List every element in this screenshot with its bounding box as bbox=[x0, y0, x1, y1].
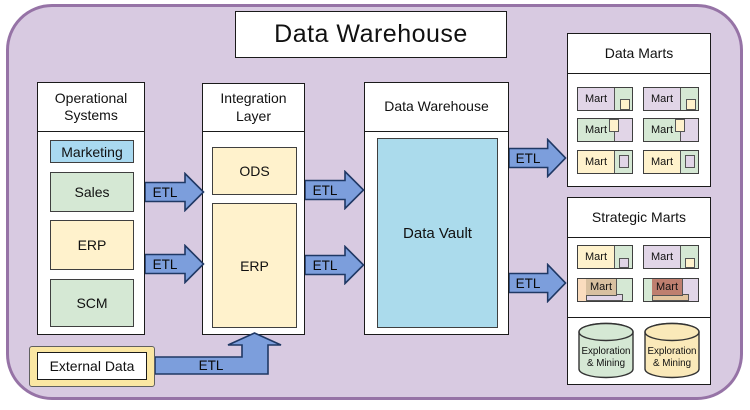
etl-label: ETL bbox=[152, 184, 178, 200]
mart-accent-block bbox=[685, 155, 695, 168]
etl-label: ETL bbox=[312, 257, 338, 273]
mart-label: Mart bbox=[585, 251, 607, 263]
etl-label: ETL bbox=[312, 182, 338, 198]
strategic-marts-divider bbox=[568, 317, 710, 318]
strategic-marts-header: Strategic Marts bbox=[568, 198, 710, 238]
node-marketing: Marketing bbox=[50, 140, 134, 163]
mart-accent-block bbox=[620, 99, 630, 110]
page-title: Data Warehouse bbox=[235, 11, 507, 58]
integration-layer-panel: Integration Layer ODS ERP bbox=[202, 83, 305, 335]
mart-label: Mart bbox=[585, 156, 607, 168]
mart-label: Mart bbox=[590, 281, 612, 293]
etl-arrow bbox=[509, 263, 567, 303]
etl-arrow bbox=[509, 138, 567, 178]
mart-box: Mart bbox=[643, 87, 699, 111]
data-warehouse-header: Data Warehouse bbox=[365, 83, 508, 132]
etl-label: ETL bbox=[152, 256, 178, 272]
node-data-vault: Data Vault bbox=[377, 138, 498, 328]
mart-label: Mart bbox=[585, 93, 607, 105]
mart-box: Mart bbox=[643, 245, 699, 269]
mart-main-block: Mart bbox=[644, 151, 681, 173]
node-integration-erp-label: ERP bbox=[240, 257, 269, 274]
mart-label: Mart bbox=[651, 251, 673, 263]
node-sales: Sales bbox=[50, 172, 134, 212]
mart-box: Mart bbox=[577, 245, 633, 269]
etl-elbow-arrow bbox=[155, 332, 282, 375]
mart-label: Mart bbox=[585, 124, 607, 136]
exploration-mining-cylinder: Exploration & Mining bbox=[577, 322, 635, 379]
mart-accent-block bbox=[619, 155, 629, 168]
mart-main-block: Mart bbox=[578, 88, 615, 110]
mart-main-block: Mart bbox=[644, 88, 681, 110]
strategic-marts-panel: Strategic Marts Mart Mart Mart Mart Expl… bbox=[567, 197, 711, 385]
mart-label: Mart bbox=[651, 124, 673, 136]
mart-box: Mart bbox=[577, 118, 633, 142]
operational-systems-header: Operational Systems bbox=[38, 83, 144, 132]
mart-box: Mart bbox=[643, 278, 699, 302]
cylinder-shape-icon bbox=[644, 322, 700, 379]
mart-main-block: Mart bbox=[578, 151, 615, 173]
operational-systems-panel: Operational Systems Marketing Sales ERP … bbox=[37, 82, 145, 335]
mart-label: Mart bbox=[651, 93, 673, 105]
mart-main-block: Mart bbox=[644, 246, 681, 268]
mart-box: Mart bbox=[577, 150, 633, 174]
etl-arrow bbox=[145, 172, 205, 212]
etl-label: ETL bbox=[515, 275, 541, 291]
external-data-label: External Data bbox=[49, 358, 135, 374]
mart-box: Mart bbox=[577, 87, 633, 111]
exploration-mining-cylinder: Exploration & Mining bbox=[643, 322, 701, 379]
page-title-text: Data Warehouse bbox=[274, 20, 468, 48]
mart-accent-block bbox=[686, 99, 696, 110]
etl-arrow bbox=[305, 170, 365, 210]
etl-label: ETL bbox=[515, 150, 541, 166]
mart-main-block: Mart bbox=[578, 246, 615, 268]
mart-accent-block bbox=[619, 258, 629, 268]
data-warehouse-panel: Data Warehouse Data Vault bbox=[364, 82, 509, 335]
node-scm: SCM bbox=[50, 279, 134, 327]
node-erp-label: ERP bbox=[77, 237, 107, 253]
etl-label: ETL bbox=[198, 358, 224, 373]
node-scm-label: SCM bbox=[76, 295, 108, 311]
node-data-vault-label: Data Vault bbox=[403, 224, 472, 242]
cylinder-shape-icon bbox=[578, 322, 634, 379]
mart-box: Mart bbox=[643, 118, 699, 142]
node-sales-label: Sales bbox=[74, 184, 110, 200]
data-marts-panel: Data Marts Mart Mart Mart Mart Mart Mart bbox=[567, 33, 711, 187]
cylinder-label: Exploration & Mining bbox=[581, 346, 631, 369]
mart-label: Mart bbox=[656, 281, 678, 293]
mart-box: Mart bbox=[577, 278, 633, 302]
mart-accent-block bbox=[685, 258, 695, 268]
external-data-box: External Data bbox=[29, 346, 155, 387]
integration-layer-header: Integration Layer bbox=[203, 84, 304, 132]
node-marketing-label: Marketing bbox=[61, 143, 123, 160]
etl-arrow bbox=[305, 245, 365, 285]
mart-box: Mart bbox=[643, 150, 699, 174]
node-integration-erp: ERP bbox=[212, 203, 297, 328]
data-marts-header: Data Marts bbox=[568, 34, 710, 74]
external-data-inner-box: External Data bbox=[37, 352, 147, 380]
mart-main-block: Mart bbox=[586, 279, 617, 296]
mart-label: Mart bbox=[651, 156, 673, 168]
mart-accent-block bbox=[675, 119, 685, 132]
node-ods-label: ODS bbox=[239, 163, 270, 179]
etl-arrow bbox=[145, 244, 205, 284]
cylinder-label: Exploration & Mining bbox=[647, 346, 697, 369]
node-erp: ERP bbox=[50, 220, 134, 270]
mart-accent-block bbox=[609, 119, 619, 132]
node-ods: ODS bbox=[212, 147, 297, 195]
mart-main-block: Mart bbox=[652, 279, 683, 296]
